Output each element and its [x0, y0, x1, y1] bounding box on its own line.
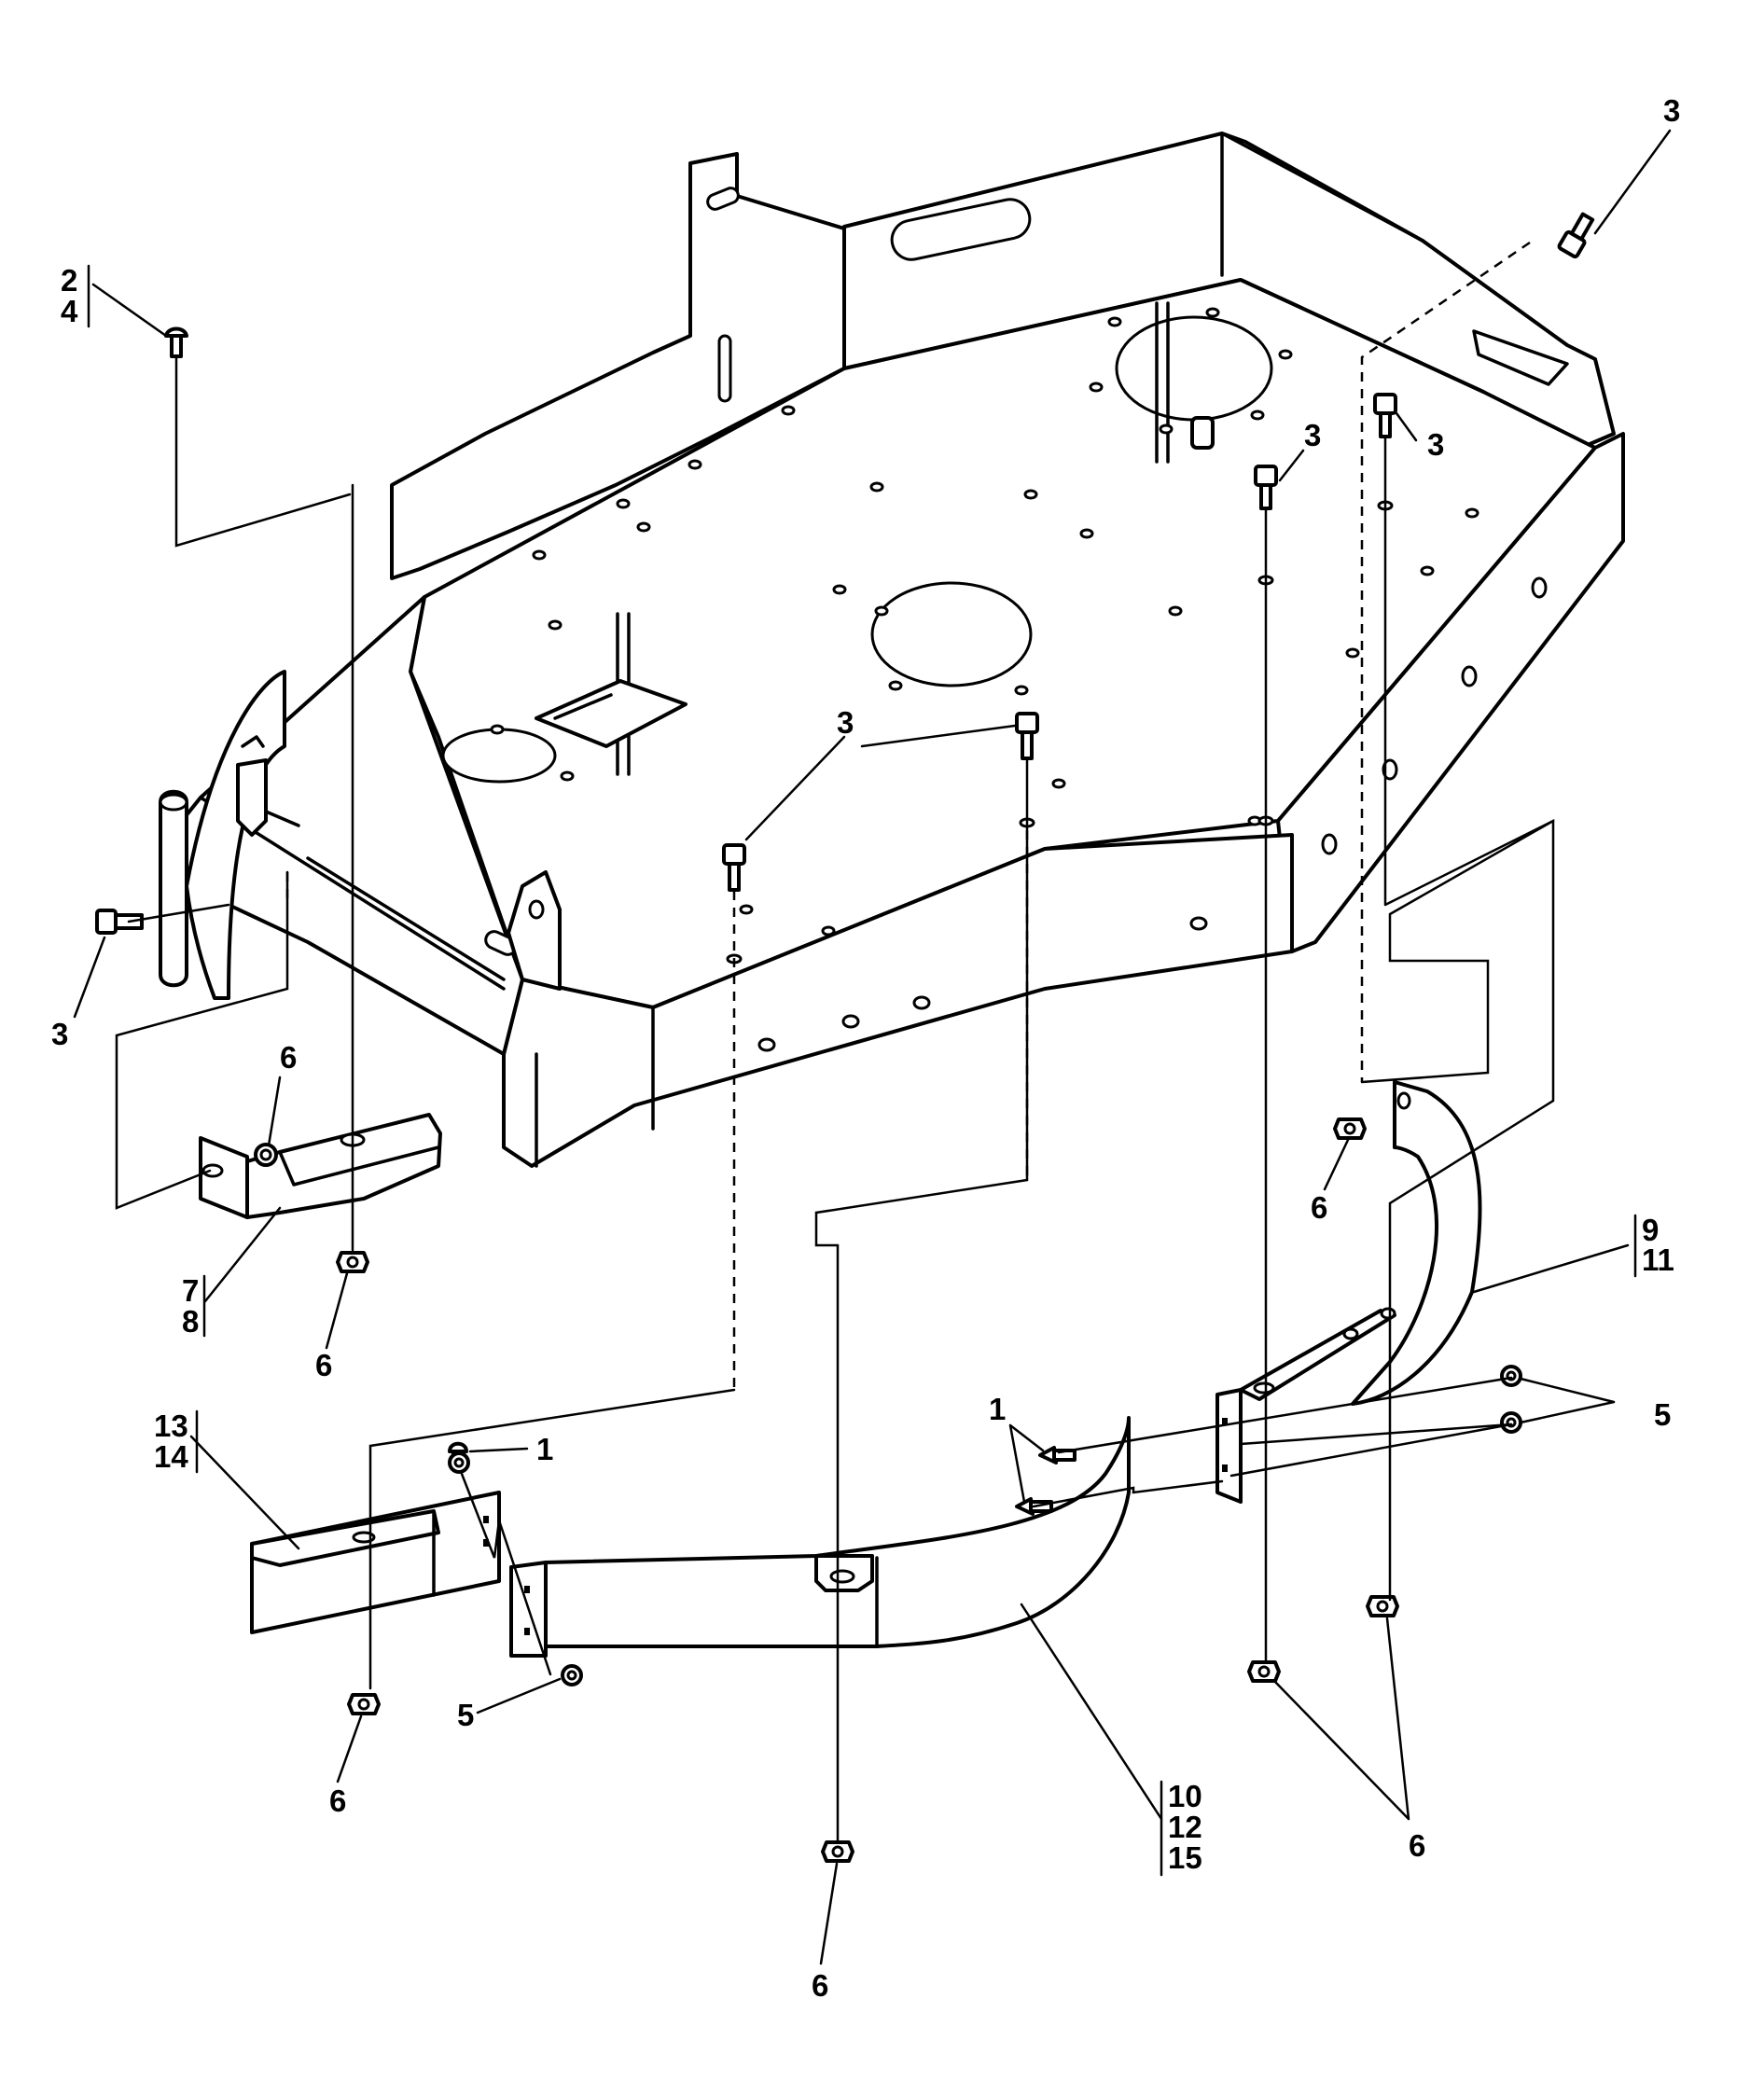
callout-7: 7: [182, 1273, 199, 1308]
callout-11: 11: [1642, 1242, 1674, 1277]
callout-6-right-bracket: 6: [1311, 1190, 1327, 1225]
part-baffle-10-12-15: [509, 1416, 1131, 1658]
callout-6-bottom-left: 6: [329, 1784, 346, 1818]
callout-3-front-left: 3: [51, 1017, 68, 1051]
callout-6-bracket-left: 6: [280, 1040, 297, 1075]
callout-1-right: 1: [989, 1392, 1006, 1426]
callout-3-center: 3: [837, 705, 854, 740]
callout-13: 13: [154, 1409, 188, 1443]
hex-nut-icons: [336, 1117, 1522, 1863]
part-plate-13-14: [250, 1491, 501, 1634]
callout-1-left: 1: [536, 1432, 553, 1466]
bolt-icon-left: [722, 843, 746, 892]
callout-15: 15: [1168, 1840, 1202, 1875]
bolt-icon-right-upper: [1373, 393, 1397, 438]
bolt-icon-2-4: [164, 326, 188, 358]
callout-8: 8: [182, 1304, 199, 1339]
callout-6-bottom-center: 6: [812, 1968, 828, 2003]
hex-nut-icon: [254, 1143, 278, 1167]
callout-3-right-mid: 3: [1304, 418, 1321, 452]
callout-3-right-upper: 3: [1427, 427, 1444, 462]
callout-3-top-right: 3: [1663, 93, 1680, 128]
assembly-lines: [115, 241, 1555, 1844]
part-baffle-9-11: [1215, 1080, 1482, 1504]
callout-4: 4: [61, 294, 78, 328]
callout-9: 9: [1642, 1213, 1659, 1247]
callout-6-bottom-right: 6: [1409, 1828, 1425, 1863]
callout-10: 10: [1168, 1779, 1202, 1813]
callout-14: 14: [154, 1439, 188, 1474]
callout-5-left: 5: [457, 1698, 474, 1732]
callout-6-nut-left: 6: [315, 1348, 332, 1382]
bolt-icon-right-mid: [1254, 465, 1278, 510]
callout-5-right: 5: [1654, 1397, 1671, 1432]
mower-deck: [159, 132, 1625, 1168]
callout-labels: 2 4 3 3 3 3 3 3 6 6 7 8 6 9 11 1 5 13 14…: [51, 93, 1680, 2003]
bolt-icon-top-right: [1557, 212, 1595, 259]
deck-holes: [490, 307, 1479, 937]
part-bracket-7-8: [199, 1113, 442, 1219]
callout-12: 12: [1168, 1810, 1202, 1844]
callout-2: 2: [61, 263, 77, 298]
leader-lines: [73, 129, 1672, 1965]
